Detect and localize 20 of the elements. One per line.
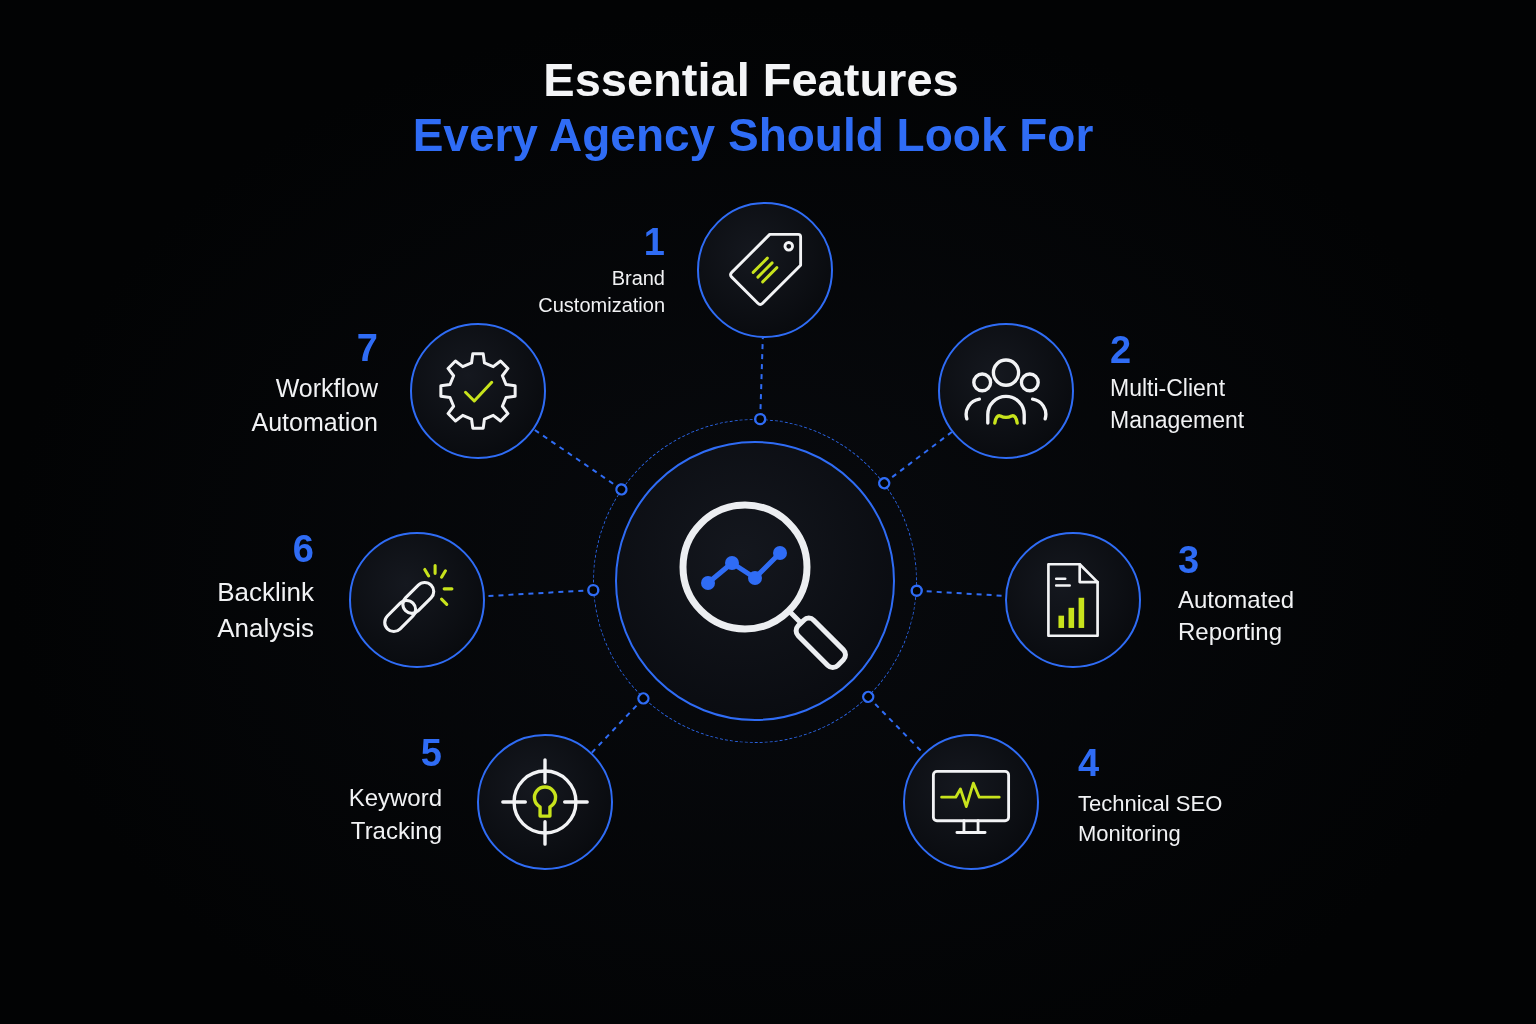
dashed-connector <box>533 428 628 496</box>
feature-label: Brand Customization <box>537 265 665 318</box>
dashed-connector <box>878 431 953 490</box>
title: Essential Features <box>543 54 959 106</box>
feature-label: Keyword Tracking <box>347 782 442 846</box>
step-number: 6 <box>292 527 314 571</box>
dashed-connector <box>754 337 767 426</box>
dashed-connector <box>590 692 650 754</box>
feature-label: Backlink Analysis <box>216 576 314 645</box>
feature-label: Multi-Client Management <box>1110 374 1246 435</box>
step-number: 4 <box>1078 741 1100 785</box>
step-number: 7 <box>356 326 378 370</box>
step-number: 1 <box>643 220 665 264</box>
step-number: 5 <box>420 731 442 775</box>
feature-label: Technical SEO Monitoring <box>1078 790 1224 848</box>
step-number: 3 <box>1178 538 1200 582</box>
feature-label: Workflow Automation <box>250 373 378 438</box>
step-number: 2 <box>1110 328 1132 372</box>
feature-label: Automated Reporting <box>1178 585 1296 647</box>
subtitle: Every Agency Should Look For <box>412 110 1094 160</box>
